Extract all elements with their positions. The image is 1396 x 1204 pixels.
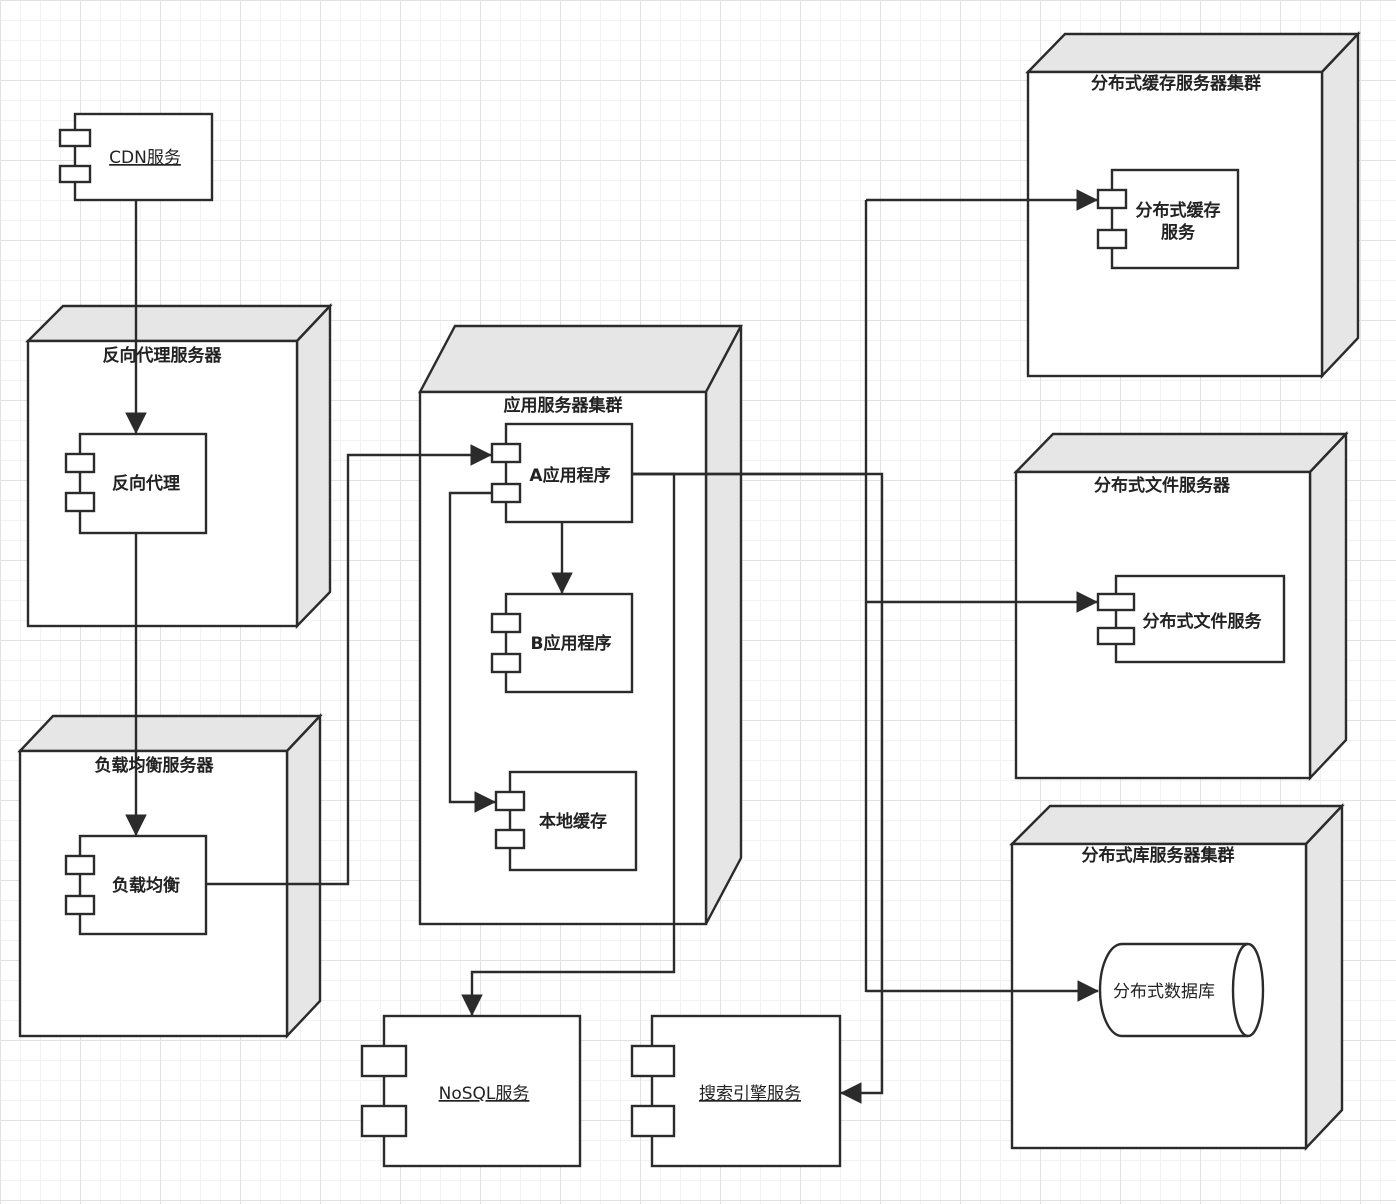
component-cdn[interactable] bbox=[58, 112, 214, 202]
db-cluster-title: 分布式库服务器集群 bbox=[1082, 845, 1235, 866]
cache-cluster-title: 分布式缓存服务器集群 bbox=[1091, 73, 1261, 94]
app-b-label: B应用程序 bbox=[531, 633, 612, 654]
component-local-cache[interactable] bbox=[494, 770, 638, 872]
distributed-cache-label-line2: 服务 bbox=[1161, 222, 1196, 243]
file-server-title: 分布式文件服务器 bbox=[1094, 475, 1231, 496]
load-balance-label: 负载均衡 bbox=[112, 875, 180, 896]
component-reverse-proxy[interactable] bbox=[64, 432, 208, 535]
component-search[interactable] bbox=[630, 1014, 842, 1168]
distributed-file-label: 分布式文件服务 bbox=[1143, 611, 1263, 632]
node-cache-cluster[interactable] bbox=[1025, 30, 1361, 380]
reverse-proxy-label: 反向代理 bbox=[112, 473, 180, 494]
component-nosql[interactable] bbox=[360, 1014, 582, 1168]
distributed-cache-label-line1: 分布式缓存 bbox=[1136, 200, 1221, 221]
app-a-label: A应用程序 bbox=[529, 465, 610, 486]
local-cache-label: 本地缓存 bbox=[539, 811, 607, 832]
distributed-database-label: 分布式数据库 bbox=[1113, 982, 1215, 1002]
reverse-proxy-server-title: 反向代理服务器 bbox=[103, 345, 223, 366]
connectors bbox=[125, 189, 1100, 1104]
app-server-cluster-title: 应用服务器集群 bbox=[504, 395, 623, 416]
search-engine-label[interactable]: 搜索引擎服务 bbox=[699, 1084, 801, 1104]
load-balancer-server-title: 负载均衡服务器 bbox=[95, 755, 215, 776]
component-labels: CDN服务 反向代理 负载均衡 A应用程序 B应用程序 本地缓存 分布式缓存 服… bbox=[109, 148, 1262, 1104]
component-distributed-file[interactable] bbox=[1096, 574, 1286, 664]
component-distributed-cache[interactable] bbox=[1096, 168, 1240, 270]
node-titles: 反向代理服务器 负载均衡服务器 应用服务器集群 分布式缓存服务器集群 分布式文件… bbox=[95, 73, 1262, 866]
component-load-balance[interactable] bbox=[64, 834, 208, 936]
component-app-a[interactable] bbox=[490, 422, 634, 524]
cdn-label[interactable]: CDN服务 bbox=[109, 148, 181, 168]
nosql-label[interactable]: NoSQL服务 bbox=[439, 1084, 530, 1104]
component-distributed-database[interactable] bbox=[1098, 942, 1265, 1038]
